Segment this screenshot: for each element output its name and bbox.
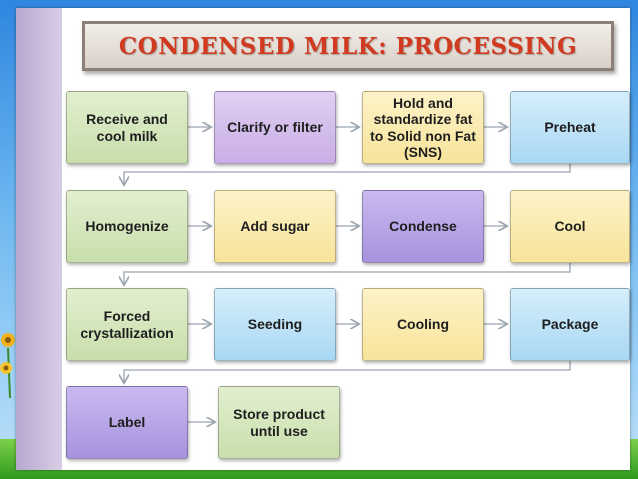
step-cool: Cool (510, 190, 630, 263)
arrow-12-13 (124, 361, 571, 382)
step-label: Label (66, 386, 188, 459)
flower-decoration-icon (0, 333, 15, 398)
step-package: Package (510, 288, 630, 361)
arrow-4-5 (124, 164, 571, 184)
arrow-8-9 (124, 263, 571, 284)
step-condense: Condense (362, 190, 484, 263)
step-seeding: Seeding (214, 288, 336, 361)
step-clarify-filter: Clarify or filter (214, 91, 336, 164)
step-receive-cool-milk: Receive and cool milk (66, 91, 188, 164)
step-preheat: Preheat (510, 91, 630, 164)
step-homogenize: Homogenize (66, 190, 188, 263)
step-standardize-fat: Hold and standardize fat to Solid non Fa… (362, 91, 484, 164)
slide-side-band (16, 8, 62, 470)
step-store-product: Store product until use (218, 386, 340, 459)
step-cooling: Cooling (362, 288, 484, 361)
step-add-sugar: Add sugar (214, 190, 336, 263)
slide: CONDENSED MILK: PROCESSING (16, 8, 630, 470)
step-forced-crystallization: Forced crystallization (66, 288, 188, 361)
page-title: CONDENSED MILK: PROCESSING (118, 32, 578, 60)
flow-arrows (16, 8, 571, 470)
title-banner: CONDENSED MILK: PROCESSING (82, 21, 614, 71)
